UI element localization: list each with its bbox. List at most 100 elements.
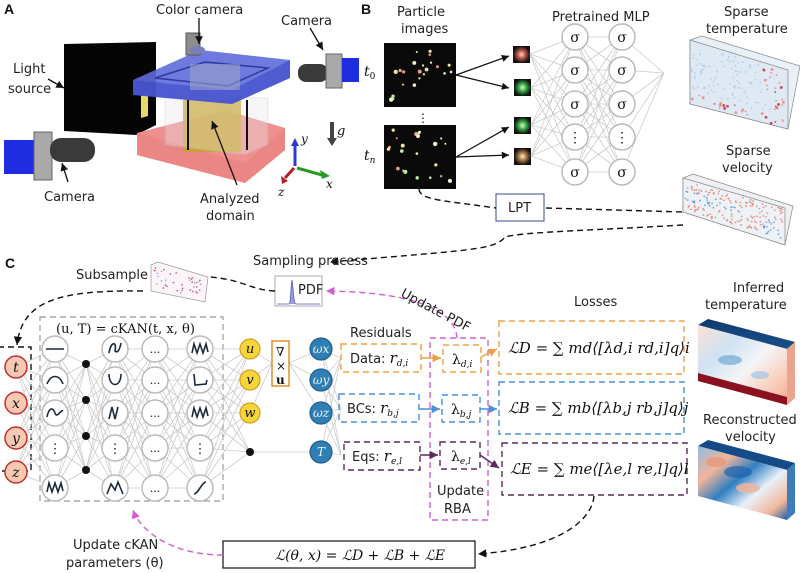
kan-edge (85, 379, 116, 471)
particle (422, 73, 426, 76)
temperature-point (712, 81, 715, 83)
loss-d-box (498, 320, 685, 375)
velocity-point (780, 218, 782, 221)
temperature-point (768, 107, 771, 110)
temperature-point (748, 66, 751, 69)
velocity-point (723, 199, 725, 202)
particle (412, 60, 417, 65)
temperature-point (737, 62, 740, 64)
temperature-point (729, 60, 731, 63)
subsample-point (160, 270, 163, 273)
gravity-arrow (327, 122, 337, 146)
kan-node (186, 434, 214, 462)
temperature-point (704, 65, 707, 68)
temperature-point (764, 115, 768, 119)
particle (391, 94, 395, 98)
temperature-point (700, 69, 703, 71)
analyzed-domain-label-2: domain (206, 209, 255, 224)
kan-edge (114, 379, 156, 489)
kan-node (141, 474, 169, 502)
color-camera-label: Color camera (156, 3, 243, 18)
kan-edge (199, 348, 251, 453)
velocity-point (703, 209, 705, 211)
temperature-point (692, 87, 695, 90)
kan-edge (320, 357, 342, 453)
velocity-point (729, 220, 731, 223)
temperature-point (693, 71, 696, 74)
velocity-point (779, 212, 782, 215)
particle (401, 83, 405, 86)
temperature-point (781, 104, 784, 106)
temperature-point (699, 62, 702, 65)
kan-node-ellipsis: ... (150, 343, 161, 356)
particle (393, 69, 398, 75)
velocity-point (686, 187, 689, 190)
curl-operator-box (271, 340, 290, 387)
velocity-point (703, 195, 706, 198)
pdf-box: PDF (274, 275, 323, 307)
temperature-point (717, 83, 719, 86)
velocity-node-label: w (244, 406, 255, 421)
temperature-point (755, 101, 757, 104)
velocity-point (697, 191, 700, 194)
velocity-point (750, 215, 753, 218)
kan-edge (54, 363, 87, 489)
temperature-point (736, 70, 739, 73)
temperature-point (723, 107, 727, 110)
update-ckan-label-1: Update cKAN (73, 538, 158, 553)
panel-b-label: B (361, 1, 371, 17)
sum-node (82, 466, 90, 474)
lambda-e: λe,l (451, 449, 471, 467)
inferred-temp-label-2: temperature (705, 298, 787, 313)
temperature-point (762, 68, 766, 72)
particle (447, 178, 453, 183)
temperature-point (774, 121, 777, 123)
velocity-point (753, 215, 755, 218)
activation-curve (193, 481, 207, 495)
activation-curve (191, 341, 209, 356)
activation-curve (108, 342, 122, 354)
temperature-point (726, 104, 729, 108)
temperature-point (739, 71, 742, 73)
temperature-point (701, 96, 705, 100)
update-ckan-label-2: parameters (θ) (66, 556, 164, 571)
velocity-point (708, 191, 711, 194)
temperature-point (781, 98, 784, 101)
vorticity-node-label: ωy (313, 373, 330, 387)
velocity-point (694, 210, 696, 213)
mlp-neuron-label: ⋮ (568, 130, 582, 146)
sampling-process-label: Sampling process (253, 254, 368, 269)
temperature-point (695, 64, 698, 67)
velocity-point (697, 206, 700, 209)
velocity-point (708, 204, 711, 207)
velocity-point (753, 220, 756, 223)
subsample-point (191, 277, 194, 279)
mlp-neuron (561, 158, 589, 186)
subsample-point (160, 280, 163, 282)
velocity-point (724, 208, 727, 210)
subsample-point (175, 272, 177, 274)
input-node-label: t (13, 360, 19, 376)
velocity-point (693, 192, 696, 195)
particle (417, 131, 421, 135)
temperature-point (728, 82, 731, 85)
kan-edge (199, 379, 251, 449)
particle-image-t0 (384, 43, 456, 107)
vorticity-node-label: T (317, 445, 326, 459)
velocity-point (726, 219, 728, 222)
panel-a: A Color cam (4, 1, 359, 224)
subsample-point (164, 279, 167, 281)
temperature-point (691, 70, 693, 73)
residual-data-label: Data: rd,i (350, 349, 408, 369)
temperature-point (738, 82, 741, 84)
velocity-point (730, 206, 732, 209)
kan-node (141, 335, 169, 363)
loss-b-equation: ℒB = ∑ mb⟨[λb,j rb,j]q⟩j (508, 399, 689, 417)
mlp-neuron (561, 23, 589, 51)
velocity-point (695, 192, 698, 195)
velocity-point (769, 229, 772, 232)
subsample-point (199, 283, 202, 286)
velocity-point (754, 227, 757, 230)
loss-e-equation: ℒE = ∑ me⟨[λe,l re,l]q⟩l (510, 460, 689, 478)
light-source-label-1: Light (13, 62, 45, 77)
